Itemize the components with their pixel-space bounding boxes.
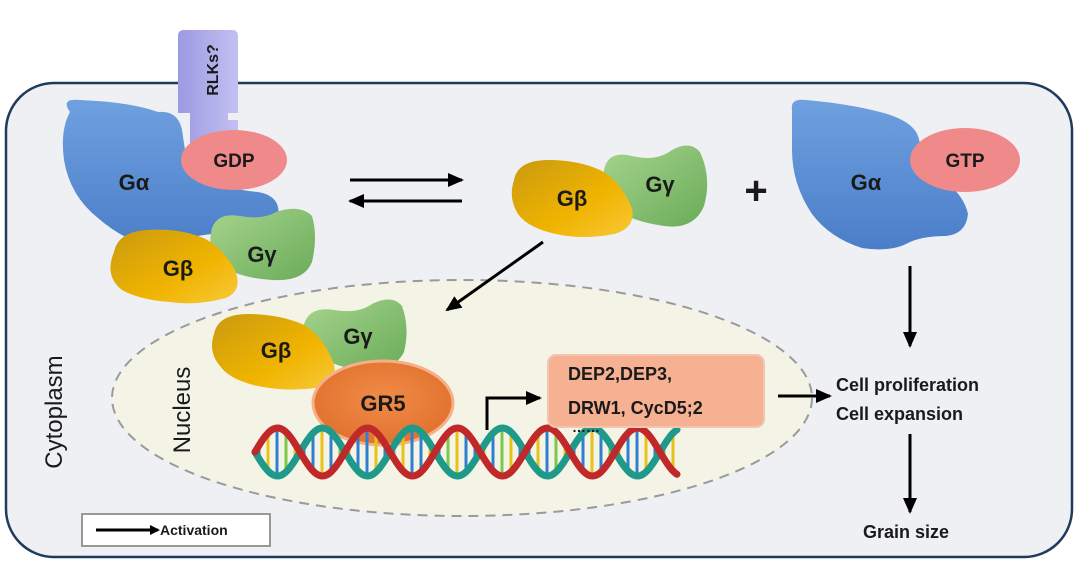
g-beta-left-label: Gβ bbox=[163, 256, 194, 281]
g-beta-free: Gβ bbox=[511, 160, 633, 237]
gdp-label: GDP bbox=[213, 151, 255, 172]
outcome-cell-expansion: Cell expansion bbox=[836, 404, 963, 424]
genes-line-1: DEP2,DEP3, bbox=[568, 364, 672, 384]
g-beta-nucleus: Gβ bbox=[212, 314, 335, 390]
g-beta-nucleus-label: Gβ bbox=[261, 338, 292, 363]
dna-helix-icon bbox=[251, 424, 681, 480]
genes-more: …… bbox=[572, 419, 600, 435]
legend: Activation bbox=[81, 513, 271, 547]
gtp-label: GTP bbox=[945, 151, 984, 172]
g-alpha-right-label: Gα bbox=[851, 170, 882, 195]
g-alpha-right: Gα bbox=[791, 99, 968, 250]
receptor-label: RLKs? bbox=[205, 44, 222, 96]
g-gamma-left: Gγ bbox=[210, 208, 315, 281]
g-gamma-left-label: Gγ bbox=[247, 242, 277, 267]
legend-activation-label: Activation bbox=[160, 522, 228, 538]
genes-line-2: DRW1, CycD5;2 bbox=[568, 398, 703, 418]
gr5-label: GR5 bbox=[360, 391, 405, 416]
cytoplasm-label: Cytoplasm bbox=[41, 355, 68, 468]
g-beta-free-label: Gβ bbox=[557, 186, 588, 211]
dna-strand bbox=[251, 424, 681, 480]
g-alpha-left-label: Gα bbox=[119, 170, 150, 195]
g-gamma-free-label: Gγ bbox=[645, 172, 675, 197]
nucleus-label: Nucleus bbox=[169, 367, 196, 454]
g-gamma-nucleus-label: Gγ bbox=[343, 324, 373, 349]
dna-strand bbox=[251, 424, 681, 480]
g-beta-left: Gβ bbox=[110, 229, 238, 304]
gtp-molecule: GTP bbox=[910, 128, 1020, 192]
gdp-molecule: GDP bbox=[181, 130, 287, 190]
g-alpha-left: Gα bbox=[62, 99, 279, 249]
transcription-arrow bbox=[485, 391, 542, 430]
gr5-protein: GR5 bbox=[311, 359, 455, 447]
equilibrium-arrows-icon bbox=[348, 173, 464, 208]
grain-size-label: Grain size bbox=[863, 522, 949, 542]
g-gamma-nucleus: Gγ bbox=[303, 299, 407, 371]
receptor-rlks: RLKs? bbox=[178, 30, 238, 152]
translocation-arrow bbox=[445, 240, 544, 312]
outcome-cell-proliferation: Cell proliferation bbox=[836, 375, 979, 395]
target-genes-box: DEP2,DEP3, DRW1, CycD5;2 …… bbox=[547, 354, 765, 435]
plus-sign: + bbox=[744, 169, 767, 213]
